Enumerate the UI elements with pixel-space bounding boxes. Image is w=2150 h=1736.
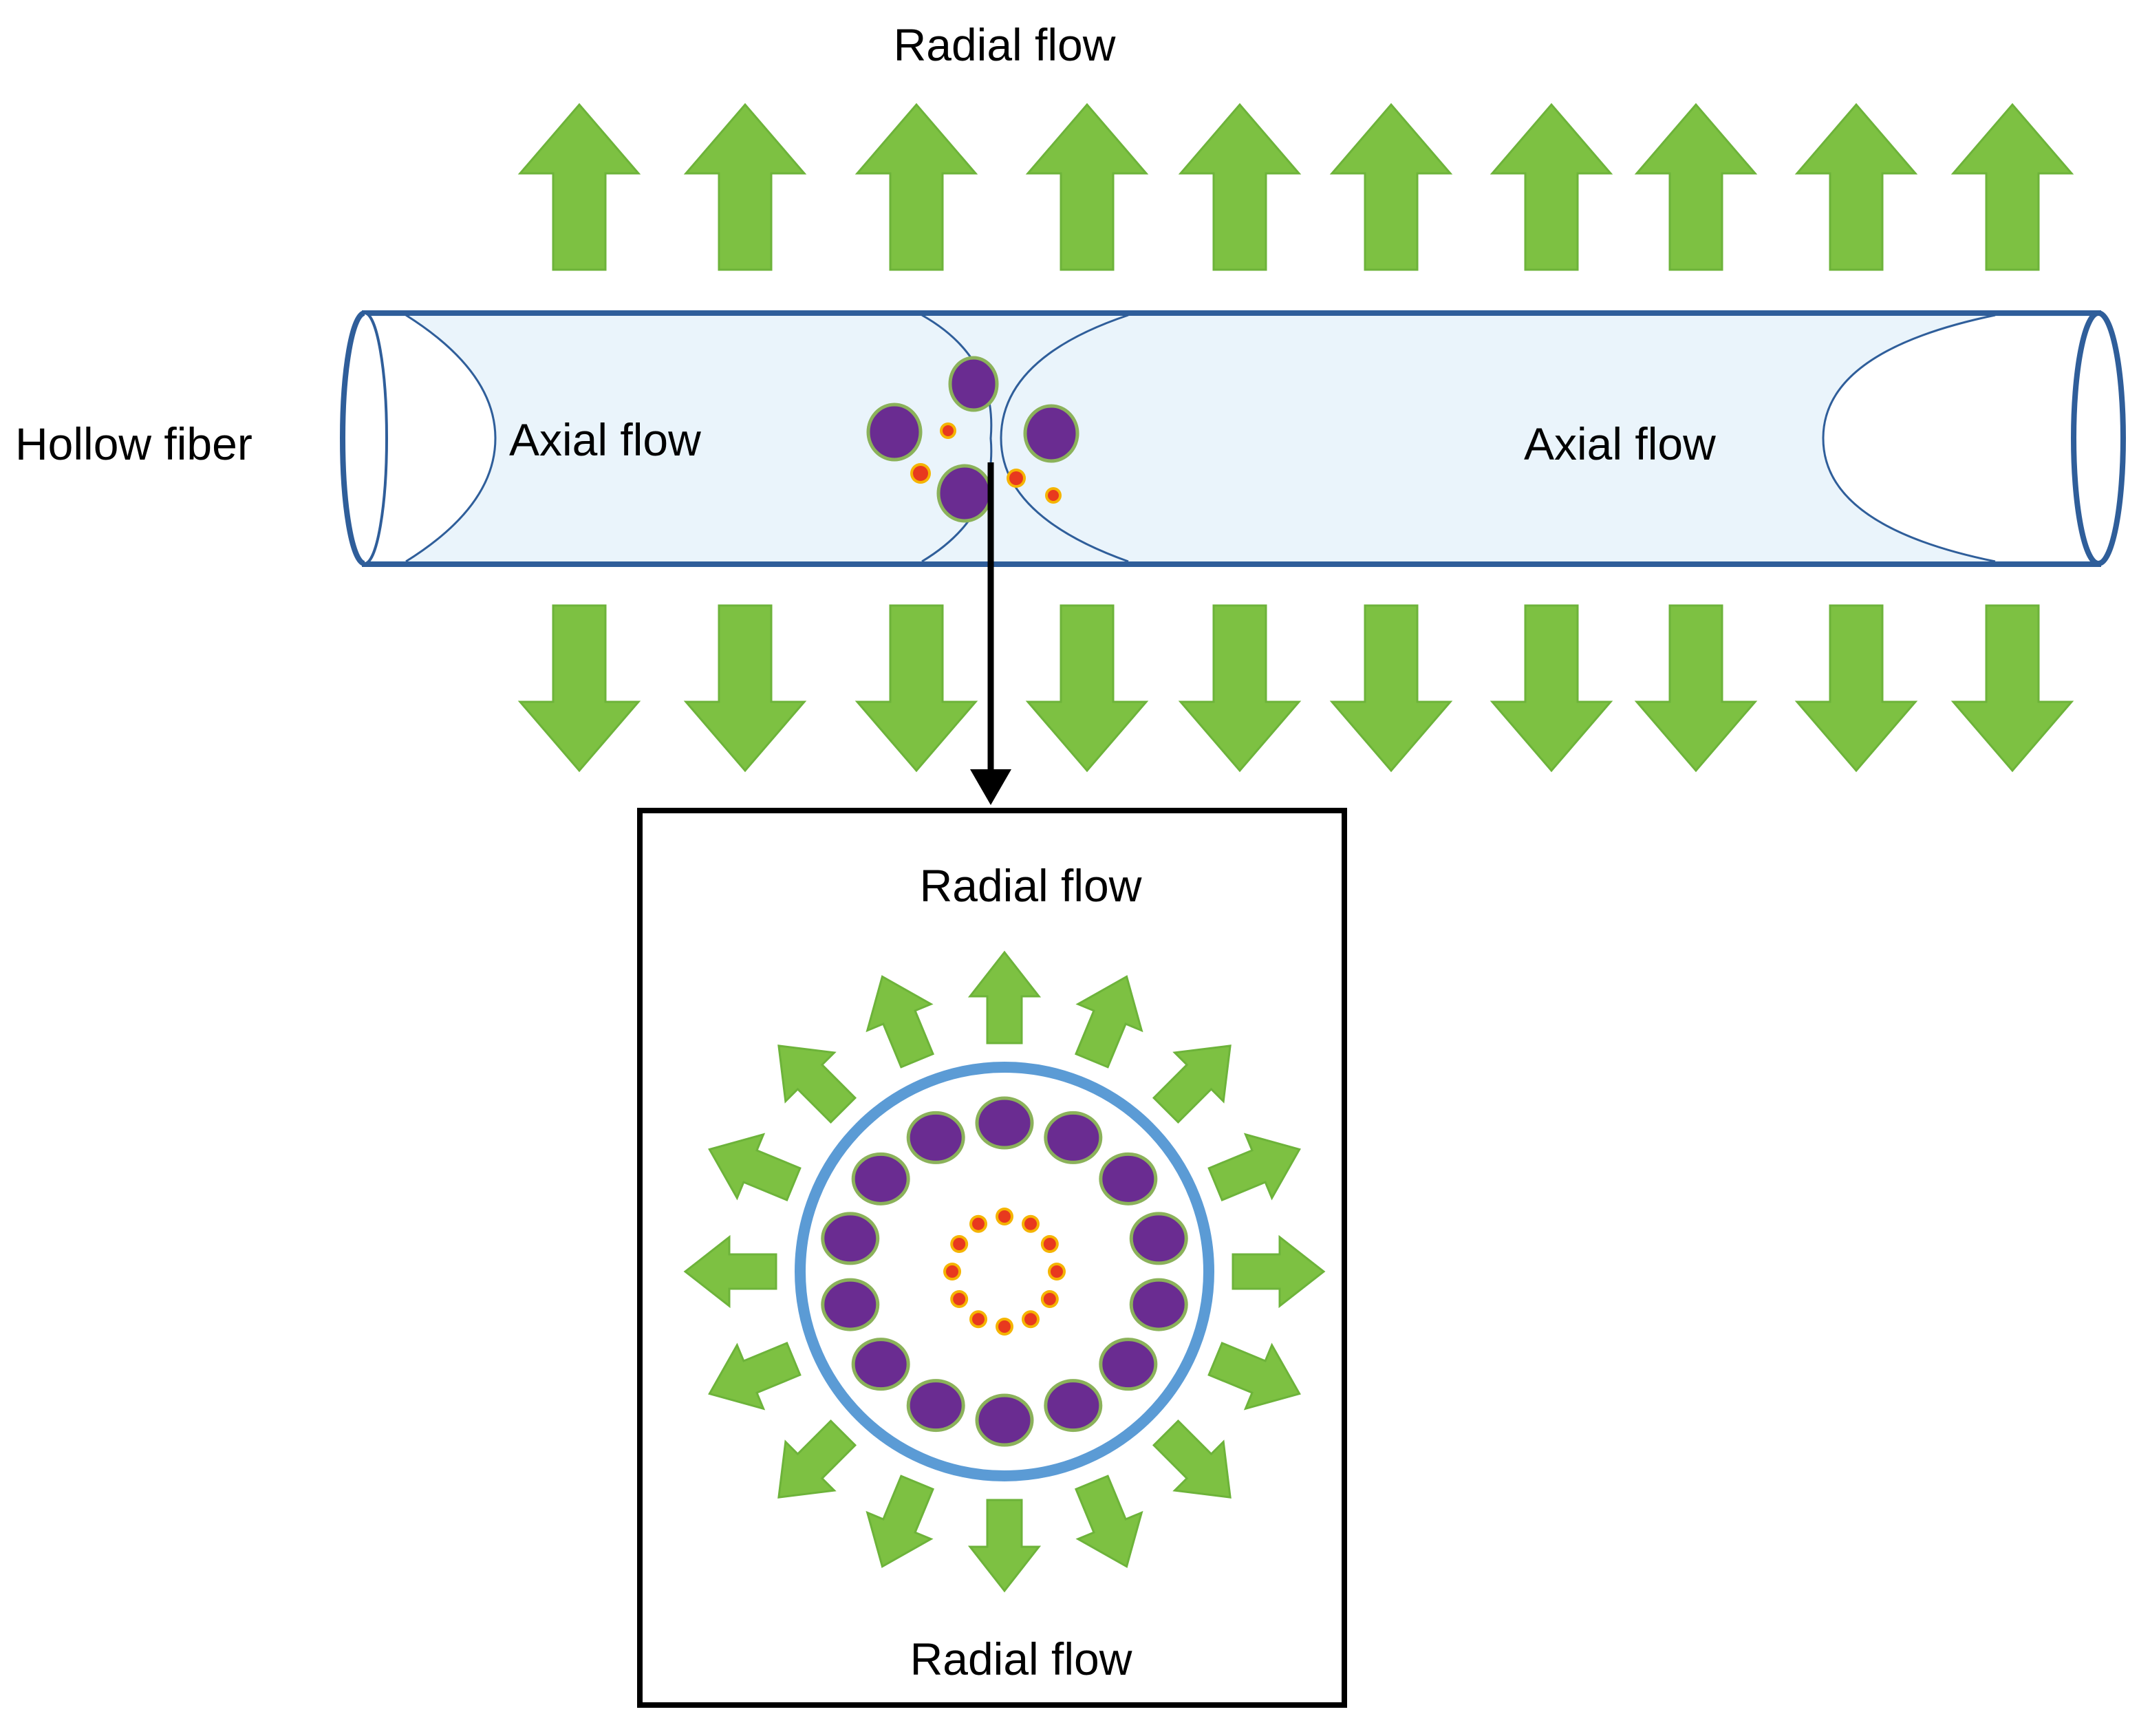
down-flow-arrow-icon [1329,604,1453,773]
particle-icon [1048,1263,1066,1280]
fiber-left-rim [340,310,365,566]
hollow-fiber-label: Hollow fiber [15,418,252,469]
particle-icon [1022,1214,1040,1233]
up-flow-arrow-icon [1634,103,1758,271]
cell-icon [821,1278,880,1331]
cell-icon [948,356,999,412]
hollow-fiber-tube [340,310,2126,567]
cell-icon [975,1393,1034,1447]
particle-icon [969,1214,987,1233]
particle-icon [950,1235,969,1253]
radial-flow-arrow-icon [1152,1044,1232,1124]
radial-flow-arrow-icon [866,1475,935,1568]
fiber-body [362,310,2101,567]
inset-particle-ring [943,1208,1066,1336]
down-flow-arrow-icon [854,604,978,773]
radial-flow-arrow-icon [1207,1133,1301,1202]
cell-icon [975,1096,1034,1150]
down-flow-arrow-icon [1490,604,1613,773]
cell-icon [866,403,923,462]
cell-icon [1099,1152,1158,1205]
up-flow-arrow-icon [517,103,641,271]
radial-flow-arrow-icon [1074,975,1143,1069]
cell-icon [1099,1338,1158,1391]
particle-icon [910,463,931,484]
inset-cell-ring [821,1096,1188,1447]
particle-icon [950,1290,969,1308]
particle-icon [1007,469,1026,488]
up-flow-arrow-icon [1950,103,2074,271]
particle-icon [1045,487,1062,504]
cell-icon [1044,1379,1103,1433]
radial-flow-arrow-icon [1074,1475,1143,1568]
inset-bottom-radial-flow-label: Radial flow [910,1633,1132,1684]
particle-icon [969,1310,987,1329]
particle-icon [1040,1235,1059,1253]
fiber-cross-section-ring [795,1062,1214,1481]
particle-icon [1040,1290,1059,1308]
radial-flow-arrow-icon [708,1133,802,1202]
radial-flow-arrow-icon [866,975,935,1069]
cell-icon [1129,1212,1188,1265]
axial-flow-right-label: Axial flow [1524,418,1716,469]
fluid-front-mid-right [1000,314,1129,563]
down-flow-arrow-icon [1794,604,1918,773]
top-radial-flow-label: Radial flow [894,19,1116,70]
inset-radial-arrows [683,950,1326,1593]
fluid-front-right [1822,314,1996,563]
up-flow-arrow-icon [1025,103,1149,271]
cell-icon [936,464,993,523]
cell-icon [1044,1111,1103,1164]
particle-icon [943,1263,961,1280]
particle-icon [996,1318,1013,1336]
radial-flow-arrow-icon [967,1499,1042,1593]
radial-flow-arrow-icon [777,1044,857,1124]
down-flow-arrow-icon [1178,604,1302,773]
fiber-empty-region-right [1823,317,2098,561]
up-flow-arrow-icon [683,103,807,271]
axial-flow-left-label: Axial flow [509,414,701,465]
down-flow-arrow-icon [1950,604,2074,773]
up-flow-arrow-icon [1178,103,1302,271]
down-flow-arrow-icon [1634,604,1758,773]
radial-flow-arrow-icon [967,950,1042,1044]
down-flow-arrow-icon [1025,604,1149,773]
radial-flow-arrow-icon [777,1419,857,1499]
cell-icon [1129,1278,1188,1331]
down-flow-arrow-icon [517,604,641,773]
cell-icon [1023,404,1079,463]
fluid-front-left [405,314,497,563]
radial-flow-arrow-icon [708,1341,802,1411]
bottom-radial-arrows [517,604,2074,773]
zoom-connector-arrow [970,462,1011,805]
cell-icon [821,1212,880,1265]
top-radial-arrows [517,103,2074,271]
connector-arrowhead [970,769,1011,805]
particle-icon [1022,1310,1040,1329]
up-flow-arrow-icon [1490,103,1613,271]
radial-flow-arrow-icon [683,1234,777,1309]
cell-icon [906,1379,965,1433]
fiber-cell-cluster [866,356,1079,523]
inset-top-radial-flow-label: Radial flow [920,860,1142,911]
cell-icon [851,1152,910,1205]
particle-icon [996,1208,1013,1225]
cell-icon [851,1338,910,1391]
down-flow-arrow-icon [683,604,807,773]
up-flow-arrow-icon [854,103,978,271]
up-flow-arrow-icon [1329,103,1453,271]
cross-section-inset [637,808,1347,1708]
up-flow-arrow-icon [1794,103,1918,271]
fiber-empty-region-left [365,317,494,561]
cell-icon [906,1111,965,1164]
radial-flow-arrow-icon [1232,1234,1326,1309]
fiber-right-opening [2071,310,2126,566]
particle-icon [940,422,956,439]
radial-flow-arrow-icon [1152,1419,1232,1499]
fluid-front-mid-left [921,314,993,563]
radial-flow-arrow-icon [1207,1341,1301,1411]
